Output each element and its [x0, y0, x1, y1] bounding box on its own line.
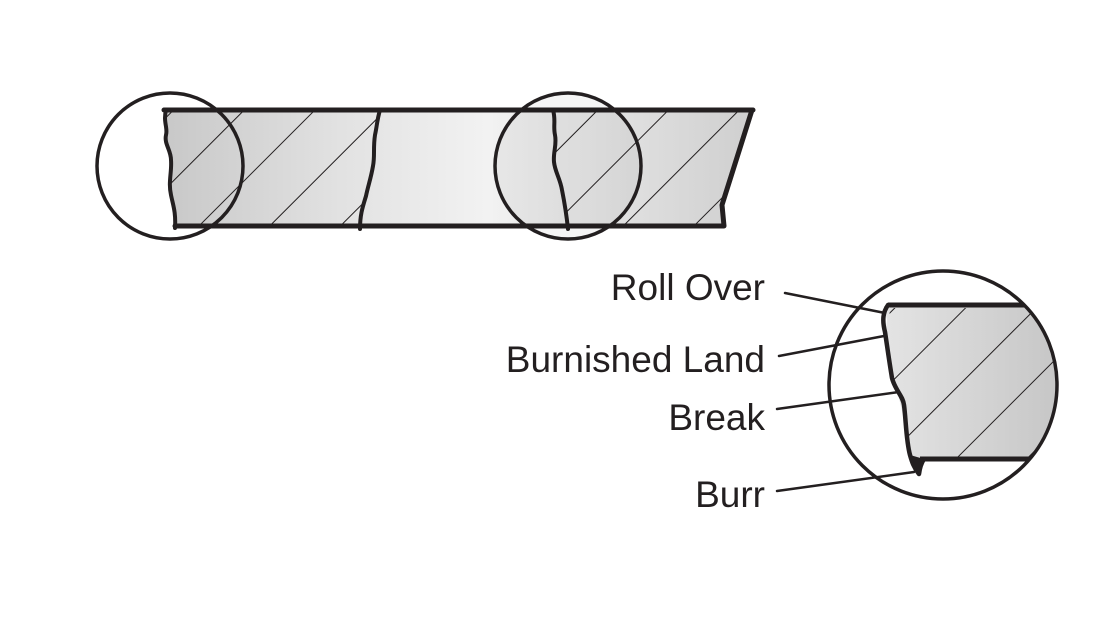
- label-break: Break: [668, 397, 765, 438]
- middle-fracture-edge: [358, 108, 382, 231]
- label-burnished-land: Burnished Land: [506, 339, 765, 380]
- label-burr: Burr: [695, 474, 765, 515]
- right-fracture-edge: [551, 108, 570, 231]
- callout-labels: Roll Over Burnished Land Break Burr: [506, 267, 766, 515]
- leader-burnished-land: [777, 334, 886, 358]
- left-fracture-edge: [163, 108, 178, 230]
- leader-break: [775, 390, 901, 411]
- sheet-strip: [161, 93, 756, 239]
- callout-leaders: [775, 291, 916, 493]
- edge-detail-view: [827, 269, 1059, 501]
- detail-edge-profile: [881, 302, 927, 477]
- detail-circle: [827, 269, 1059, 501]
- leader-roll-over: [783, 291, 887, 315]
- inspection-circle-left: [95, 91, 245, 241]
- left-hatched-section: [165, 112, 380, 224]
- label-roll-over: Roll Over: [611, 267, 765, 308]
- inspection-circle-right: [493, 91, 643, 241]
- right-hatched-section: [553, 112, 750, 224]
- burr-tip: [910, 455, 924, 476]
- leader-burr: [775, 470, 916, 493]
